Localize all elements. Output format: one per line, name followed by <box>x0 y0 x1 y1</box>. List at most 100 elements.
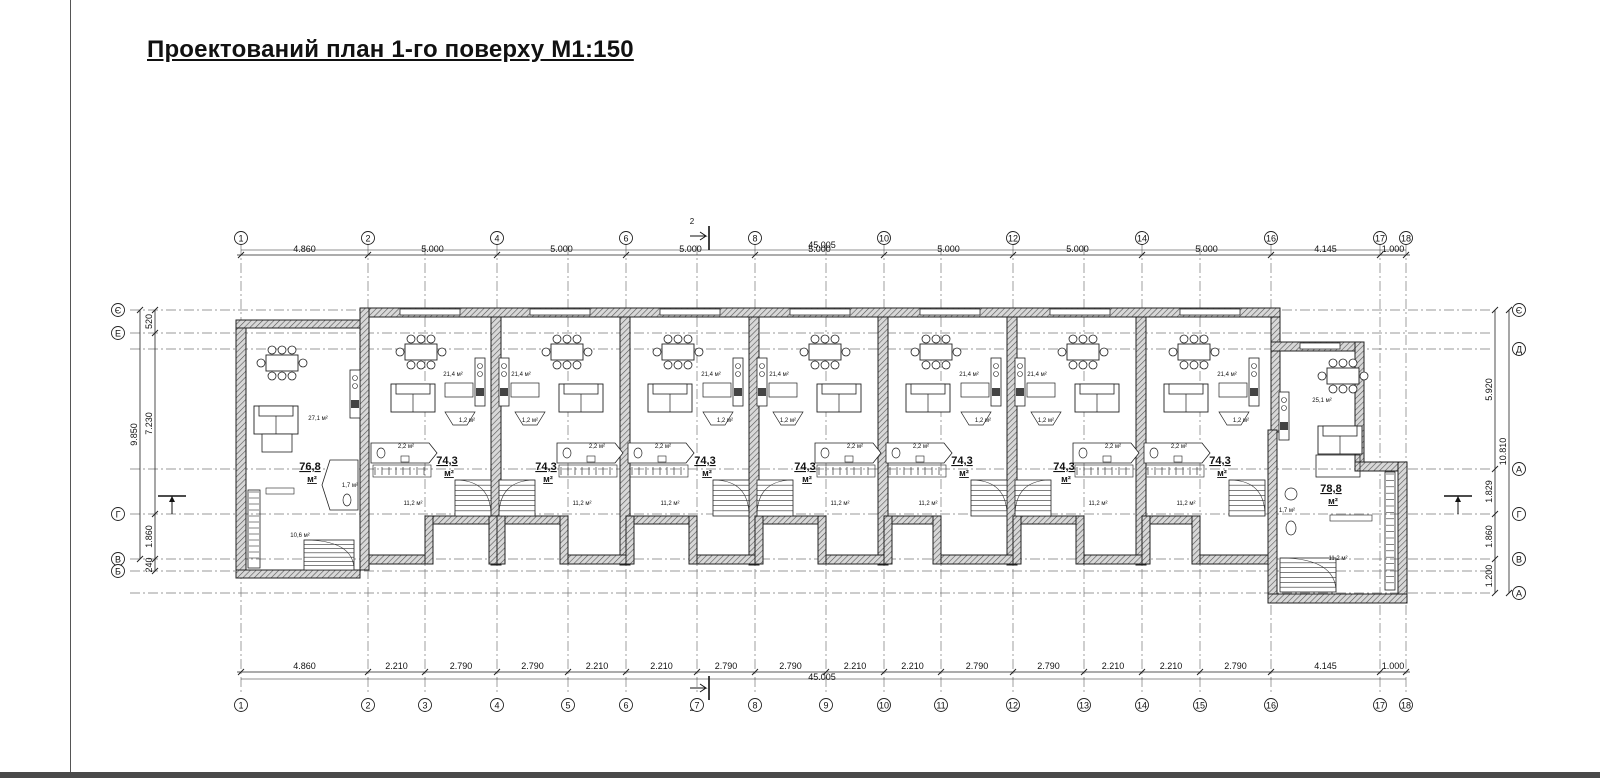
bathroom <box>814 442 882 478</box>
bath-outline <box>627 442 695 464</box>
table-top <box>265 354 299 372</box>
washbasin <box>1284 487 1298 501</box>
chair <box>921 334 931 344</box>
dim-top-tick <box>1376 251 1384 259</box>
dim-bottom-label: 2.210 <box>586 661 609 671</box>
dim-top-label: 5.000 <box>937 244 960 254</box>
entrance-recess-side <box>817 515 827 565</box>
dim-top-label: 1.000 <box>1382 244 1405 254</box>
closet <box>1145 464 1205 478</box>
axis-bubble-circle <box>1373 231 1387 245</box>
axis-top-4: 4 <box>490 231 504 245</box>
axis-bubble-label: 8 <box>752 234 757 244</box>
dining-table <box>910 334 962 370</box>
room-label-hall: 1,2 м² <box>717 418 733 424</box>
sink-bowl <box>993 371 999 377</box>
exterior-walls <box>235 307 1408 604</box>
wall-bottom-segment <box>696 554 756 565</box>
axis-right-5: А <box>1512 586 1526 600</box>
chair <box>541 347 551 357</box>
party-wall <box>490 316 502 566</box>
bathroom <box>1072 442 1140 478</box>
room-label-bath: 2,2 м² <box>847 444 863 450</box>
storage-cabinet <box>444 382 474 398</box>
kitchen-block <box>990 357 1002 407</box>
axis-bubble-label: 3 <box>422 701 427 711</box>
toilet <box>633 447 643 459</box>
stair-curve <box>1279 557 1337 593</box>
chair <box>416 334 426 344</box>
axis-bubble-circle <box>1512 552 1526 566</box>
toilet <box>342 493 352 507</box>
dim-right-total-tick <box>1505 306 1513 314</box>
chair <box>1068 334 1078 344</box>
axis-right-4: В <box>1512 552 1526 566</box>
stair-curve <box>1014 479 1052 517</box>
entrance-recess-side <box>688 515 698 565</box>
dim-bottom-label: 2.210 <box>844 661 867 671</box>
dim-left-total-tick <box>136 555 144 563</box>
closet <box>887 464 947 478</box>
dim-bottom-label: 2.790 <box>450 661 473 671</box>
chair <box>562 334 572 344</box>
dim-right-label: 1.829 <box>1484 480 1494 503</box>
chair <box>663 334 673 344</box>
axis-bubble-circle <box>748 231 762 245</box>
toilet <box>820 447 830 459</box>
axis-bottom-17: 17 <box>1373 698 1387 712</box>
sofa <box>816 383 862 413</box>
axis-bubble-circle <box>111 564 125 578</box>
entrance-recess-side <box>1141 515 1151 565</box>
axis-bottom-14: 14 <box>1135 698 1149 712</box>
axis-bubble-circle <box>234 698 248 712</box>
bench <box>1329 514 1373 522</box>
chair <box>941 360 951 370</box>
axis-bubble-circle <box>877 698 891 712</box>
room-label-entry: 11,2 м² <box>830 501 849 507</box>
sink-bowl <box>1017 371 1023 377</box>
chair <box>277 345 287 355</box>
dining-table <box>799 334 851 370</box>
table-top <box>1066 343 1100 361</box>
toilet <box>1149 447 1159 459</box>
chair <box>552 360 562 370</box>
dim-left-tick <box>151 555 159 563</box>
axis-bubble-label: В <box>1516 555 1522 565</box>
axis-bubble-circle <box>619 698 633 712</box>
unit-area-0: 76,8 <box>299 461 320 473</box>
section-arrow-right <box>1444 495 1472 514</box>
dim-right-total-label: 10.810 <box>1498 438 1508 466</box>
window <box>399 308 461 316</box>
table-top <box>919 343 953 361</box>
axis-bubble-label: 15 <box>1195 701 1205 711</box>
axis-top-1: 1 <box>234 231 248 245</box>
party-wall <box>619 316 631 566</box>
axis-bubble-circle <box>111 326 125 340</box>
toilet <box>562 447 572 459</box>
dim-bottom-total-label: 45.005 <box>808 672 836 682</box>
window <box>1299 342 1341 350</box>
axis-bubble-circle <box>1135 231 1149 245</box>
table-top <box>550 343 584 361</box>
chair <box>652 347 662 357</box>
toilet <box>1078 447 1088 459</box>
dim-top-tick <box>364 251 372 259</box>
sink <box>1173 455 1183 463</box>
dim-bottom-label: 1.000 <box>1382 661 1405 671</box>
chair <box>1199 334 1209 344</box>
chair <box>830 334 840 344</box>
axis-bubble-label: 10 <box>879 234 889 244</box>
wall-top-left <box>235 319 361 329</box>
chair <box>395 347 405 357</box>
dim-bottom-tick <box>364 668 372 676</box>
axis-bubble-label: 13 <box>1079 701 1089 711</box>
entrance-recess-wall <box>496 515 569 525</box>
closet <box>816 464 876 478</box>
chair <box>1189 334 1199 344</box>
dim-bottom-label: 2.210 <box>385 661 408 671</box>
axis-bubble-circle <box>1512 507 1526 521</box>
sink-bowl <box>477 363 483 369</box>
bath-outline <box>814 442 882 464</box>
wall-bottom-segment <box>368 554 426 565</box>
